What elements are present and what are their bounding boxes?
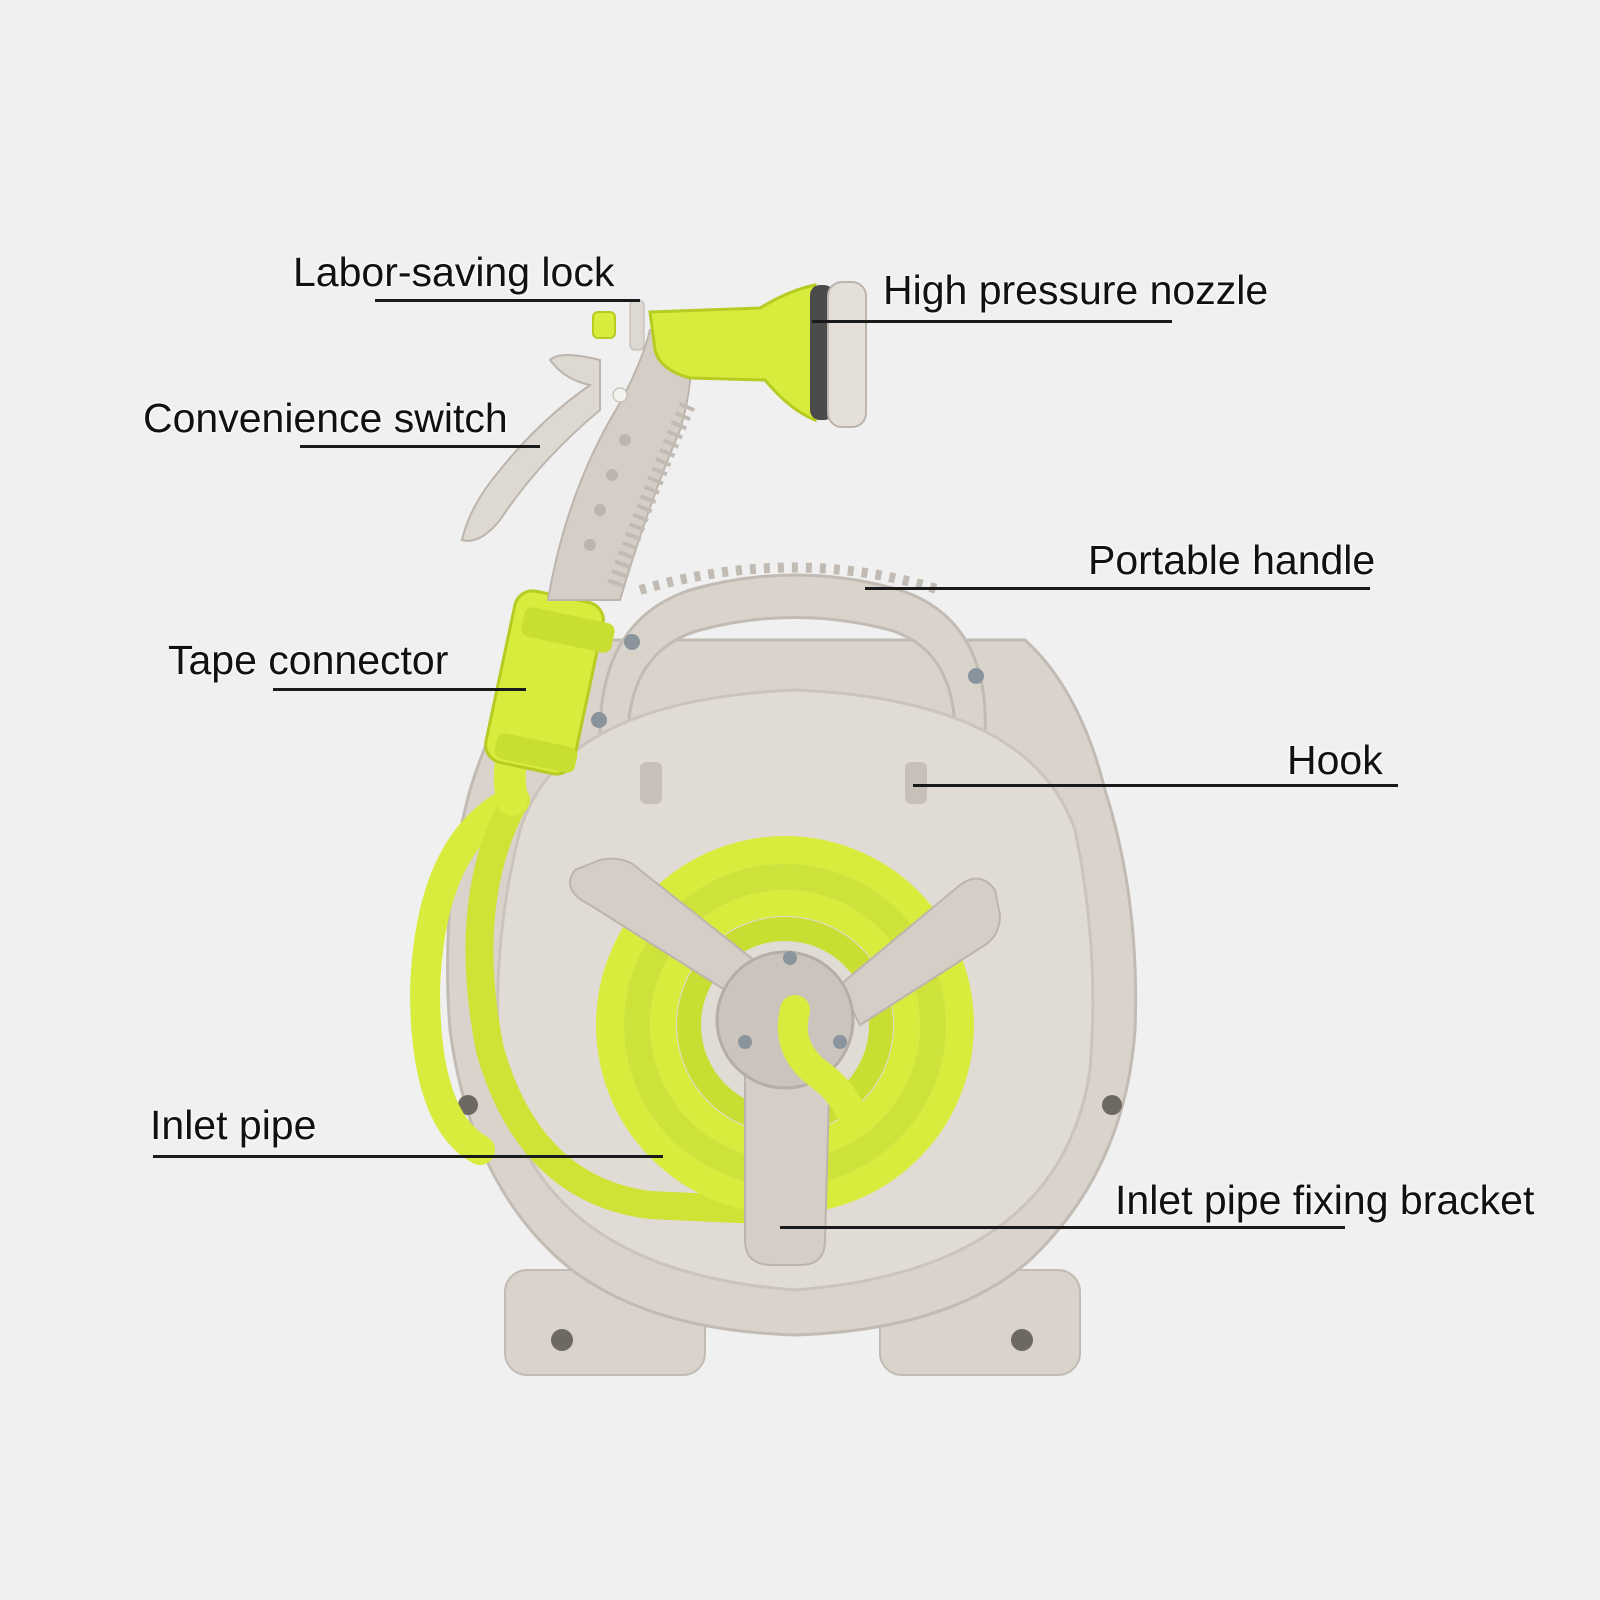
leader-hook (913, 784, 1398, 787)
leader-high-pressure-nozzle (812, 320, 1172, 323)
handle-screw-left (624, 634, 640, 650)
inlet-pipe-outer (409, 785, 530, 1165)
grip-dot-1 (584, 539, 596, 551)
leader-labor-saving-lock (375, 299, 640, 302)
grip-dot-3 (606, 469, 618, 481)
nozzle-barrel (648, 283, 817, 423)
portable-handle-shape (598, 573, 987, 737)
hub-screw-top (783, 951, 797, 965)
connector-screw (591, 712, 607, 728)
spindle-arm-left (569, 857, 762, 992)
switch-pivot (612, 387, 628, 403)
hose-end-into-hub (777, 995, 865, 1125)
inlet-pipe-run (465, 786, 774, 1224)
labor-saving-lock-shape (592, 311, 616, 339)
leader-inlet-pipe (153, 1155, 663, 1158)
grip-dot-4 (619, 434, 631, 446)
label-inlet-pipe-fixing-bracket: Inlet pipe fixing bracket (1115, 1177, 1535, 1223)
label-hook: Hook (1287, 737, 1383, 783)
lock-stem (629, 299, 645, 351)
hub-screw-right (833, 1035, 847, 1049)
label-labor-saving-lock: Labor-saving lock (293, 249, 615, 295)
foot-hole-left (551, 1329, 573, 1351)
foot-hole-right (1011, 1329, 1033, 1351)
inlet-pipe-fixing-bracket-shape (744, 1059, 832, 1266)
label-inlet-pipe: Inlet pipe (150, 1102, 317, 1148)
label-tape-connector: Tape connector (168, 637, 449, 683)
spray-gun-grip-ridges (607, 396, 698, 588)
leader-convenience-switch (300, 445, 540, 448)
nozzle-head (827, 281, 867, 428)
side-hole-left (458, 1095, 478, 1115)
leader-tape-connector (273, 688, 526, 691)
spindle-arm-right (838, 877, 1002, 1027)
label-portable-handle: Portable handle (1088, 537, 1376, 583)
connector-ring-top (521, 607, 615, 653)
connector-ring-bottom (494, 733, 578, 773)
label-high-pressure-nozzle: High pressure nozzle (883, 267, 1269, 313)
leader-portable-handle (865, 587, 1370, 590)
handle-screw-right (968, 668, 984, 684)
handle-grip-ridges (638, 562, 942, 595)
grip-dot-2 (594, 504, 606, 516)
label-convenience-switch: Convenience switch (143, 395, 508, 441)
hook-left-shape (640, 762, 662, 804)
side-hole-right (1102, 1095, 1122, 1115)
hub-screw-left (738, 1035, 752, 1049)
hook-right-shape (905, 762, 927, 804)
leader-inlet-pipe-fixing-bracket (780, 1226, 1345, 1229)
